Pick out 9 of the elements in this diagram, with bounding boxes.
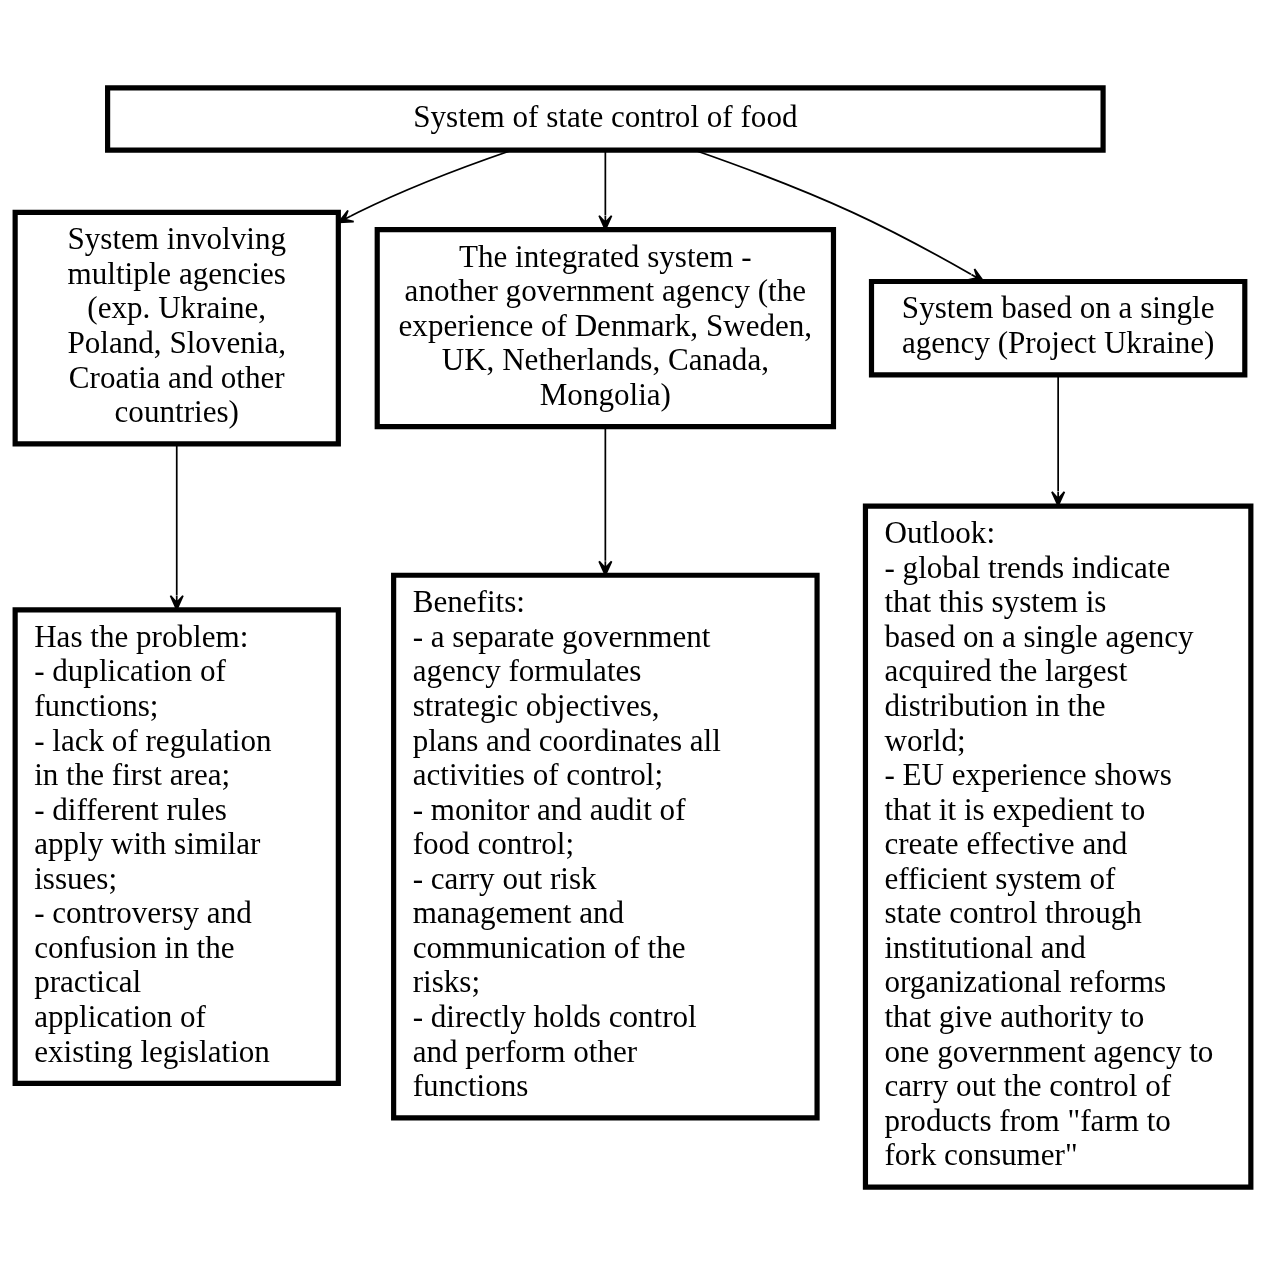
node-box: Has the problem: - duplication of functions; - lack of regulation in the first area; - different rules apply with similar issues; - controversy and confusion in the practical application of existing legislation: [12, 607, 341, 1086]
node-box: System involving multiple agencies (exp. Ukraine, Poland, Slovenia, Croatia and other countries): [12, 209, 341, 447]
node-box: System based on a single agency (Project Ukraine): [868, 278, 1248, 378]
node-box: Outlook: - global trends indicate that this system is based on a single agency acquired the largest distribution in the world; - EU experience shows that it is expedient to create effective and efficient system of state control through institutional and organizational reforms that give authority to one government agency to carry out the control of products from "farm to fork consumer": [862, 503, 1254, 1190]
node-box: The integrated system - another government agency (the experience of Denmark, Sweden, UK, Netherlands, Canada, Mongolia): [374, 227, 837, 430]
node-box: Benefits: - a separate government agency formulates strategic objectives, plans and coordinates all activities of control; - monitor and audit of food control; - carry out risk management and communication of the risks; - directly holds control and perform other functions: [391, 572, 820, 1121]
node-box: System of state control of food: [105, 85, 1106, 153]
arrow: [169, 443, 184, 611]
arrow: [1051, 374, 1066, 507]
